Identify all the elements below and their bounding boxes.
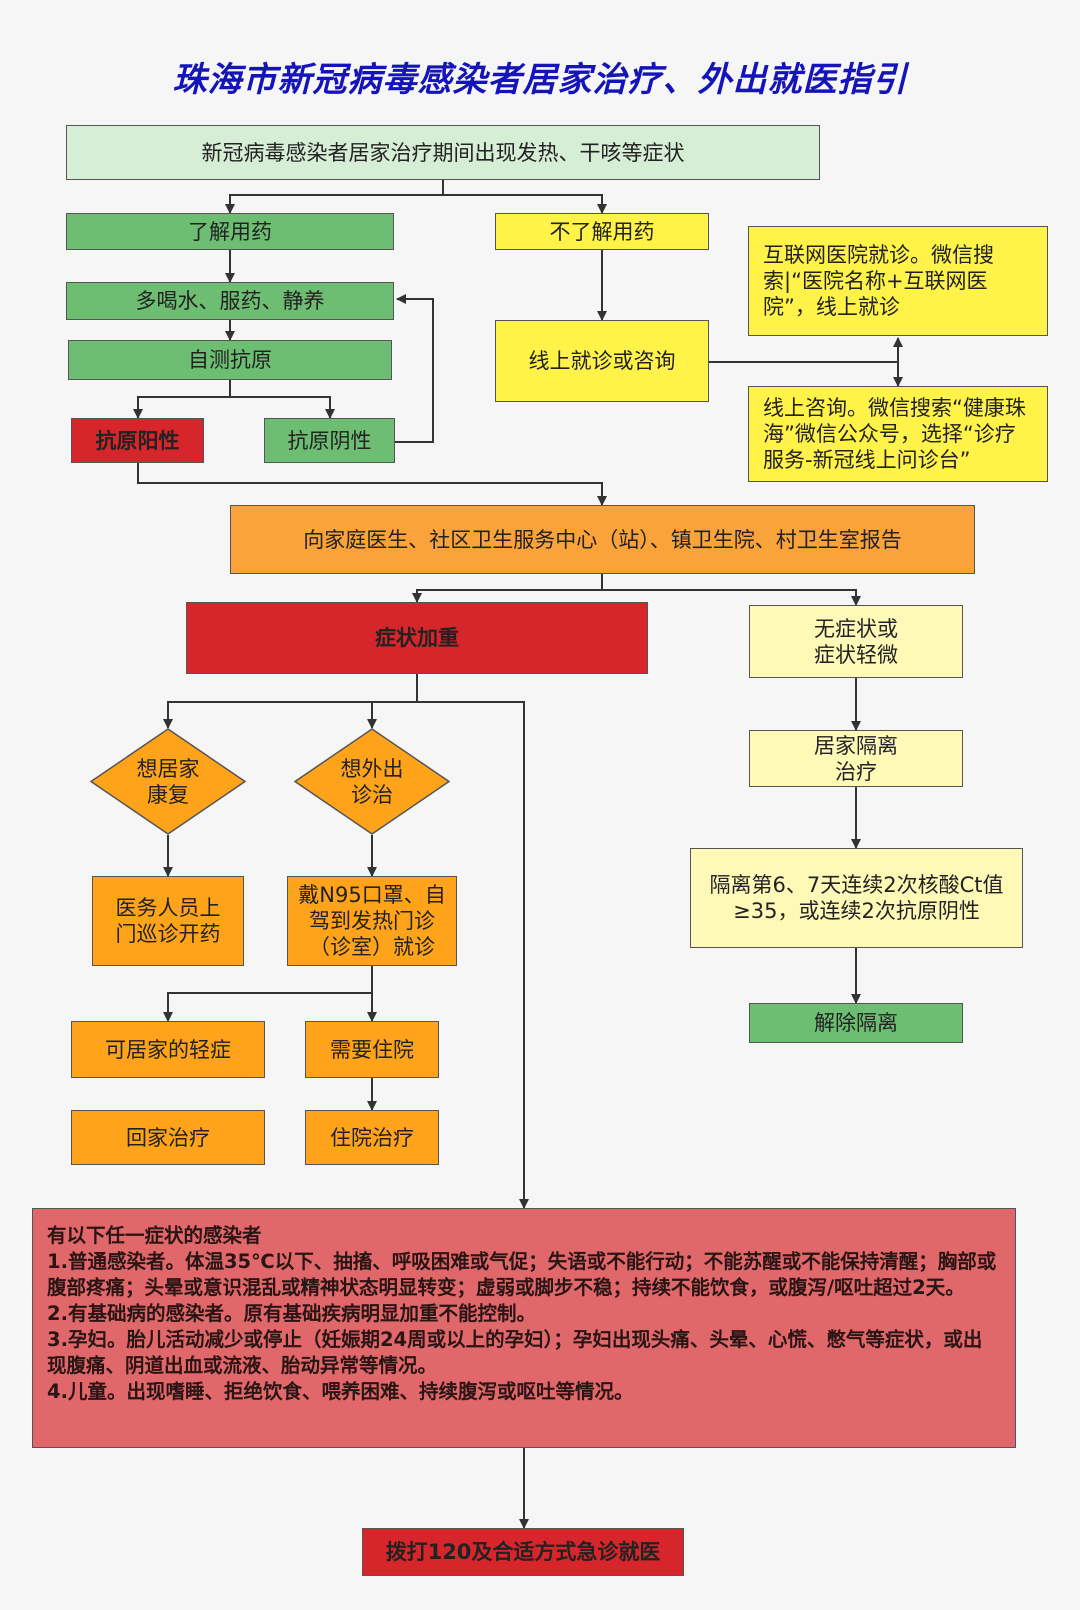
home-treatment-node: 回家治疗 — [71, 1110, 265, 1165]
antigen-negative-node: 抗原阴性 — [264, 418, 395, 463]
severe-symptom-item: 2.有基础病的感染者。原有基础疾病明显加重不能控制。 — [47, 1302, 536, 1325]
start-node: 新冠病毒感染者居家治疗期间出现发热、干咳等症状 — [66, 125, 820, 180]
page-title: 珠海市新冠病毒感染者居家治疗、外出就医指引 — [172, 60, 908, 100]
doctor-visit-node: 医务人员上 门巡诊开药 — [92, 876, 244, 966]
want-out-decision: 想外出 诊治 — [294, 728, 450, 835]
online-consult-node: 线上就诊或咨询 — [495, 320, 709, 402]
need-hospital-node: 需要住院 — [305, 1021, 439, 1078]
symptoms-worse-node: 症状加重 — [186, 602, 648, 674]
light-home-node: 可居家的轻症 — [71, 1021, 265, 1078]
home-isolation-node: 居家隔离 治疗 — [749, 730, 963, 787]
know-med-node: 了解用药 — [66, 213, 394, 250]
antigen-positive-node: 抗原阳性 — [71, 418, 204, 463]
want-home-decision: 想居家 康复 — [90, 728, 246, 835]
drink-rest-node: 多喝水、服药、静养 — [66, 282, 394, 320]
severe-symptom-item: 4.儿童。出现嗜睡、拒绝饮食、喂养困难、持续腹泻或呕吐等情况。 — [47, 1380, 634, 1403]
internet-hospital-node: 互联网医院就诊。微信搜索|“医院名称+互联网医院”，线上就诊 — [748, 226, 1048, 336]
release-isolation-node: 解除隔离 — [749, 1003, 963, 1043]
mild-node: 无症状或 症状轻微 — [749, 605, 963, 678]
severe-symptoms-heading: 有以下任一症状的感染者 — [47, 1224, 262, 1247]
not-know-med-node: 不了解用药 — [495, 213, 709, 250]
severe-symptom-item: 3.孕妇。胎儿活动减少或停止（妊娠期24周或以上的孕妇）；孕妇出现头痛、头晕、心… — [47, 1328, 983, 1377]
hospital-treatment-node: 住院治疗 — [305, 1110, 439, 1165]
isolation-condition-node: 隔离第6、7天连续2次核酸Ct值≥35，或连续2次抗原阴性 — [690, 848, 1023, 948]
n95-clinic-node: 戴N95口罩、自驾到发热门诊（诊室）就诊 — [287, 876, 457, 966]
report-node: 向家庭医生、社区卫生服务中心（站）、镇卫生院、村卫生室报告 — [230, 505, 975, 574]
self-test-node: 自测抗原 — [68, 340, 392, 380]
severe-symptoms-box: 有以下任一症状的感染者 1.普通感染者。体温35℃以下、抽搐、呼吸困难或气促；失… — [32, 1208, 1016, 1448]
online-consult-detail-node: 线上咨询。微信搜索“健康珠海”微信公众号，选择“诊疗服务-新冠线上问诊台” — [748, 386, 1048, 482]
severe-symptom-item: 1.普通感染者。体温35℃以下、抽搐、呼吸困难或气促；失语或不能行动；不能苏醒或… — [47, 1250, 997, 1299]
emergency-node: 拨打120及合适方式急诊就医 — [362, 1528, 684, 1576]
